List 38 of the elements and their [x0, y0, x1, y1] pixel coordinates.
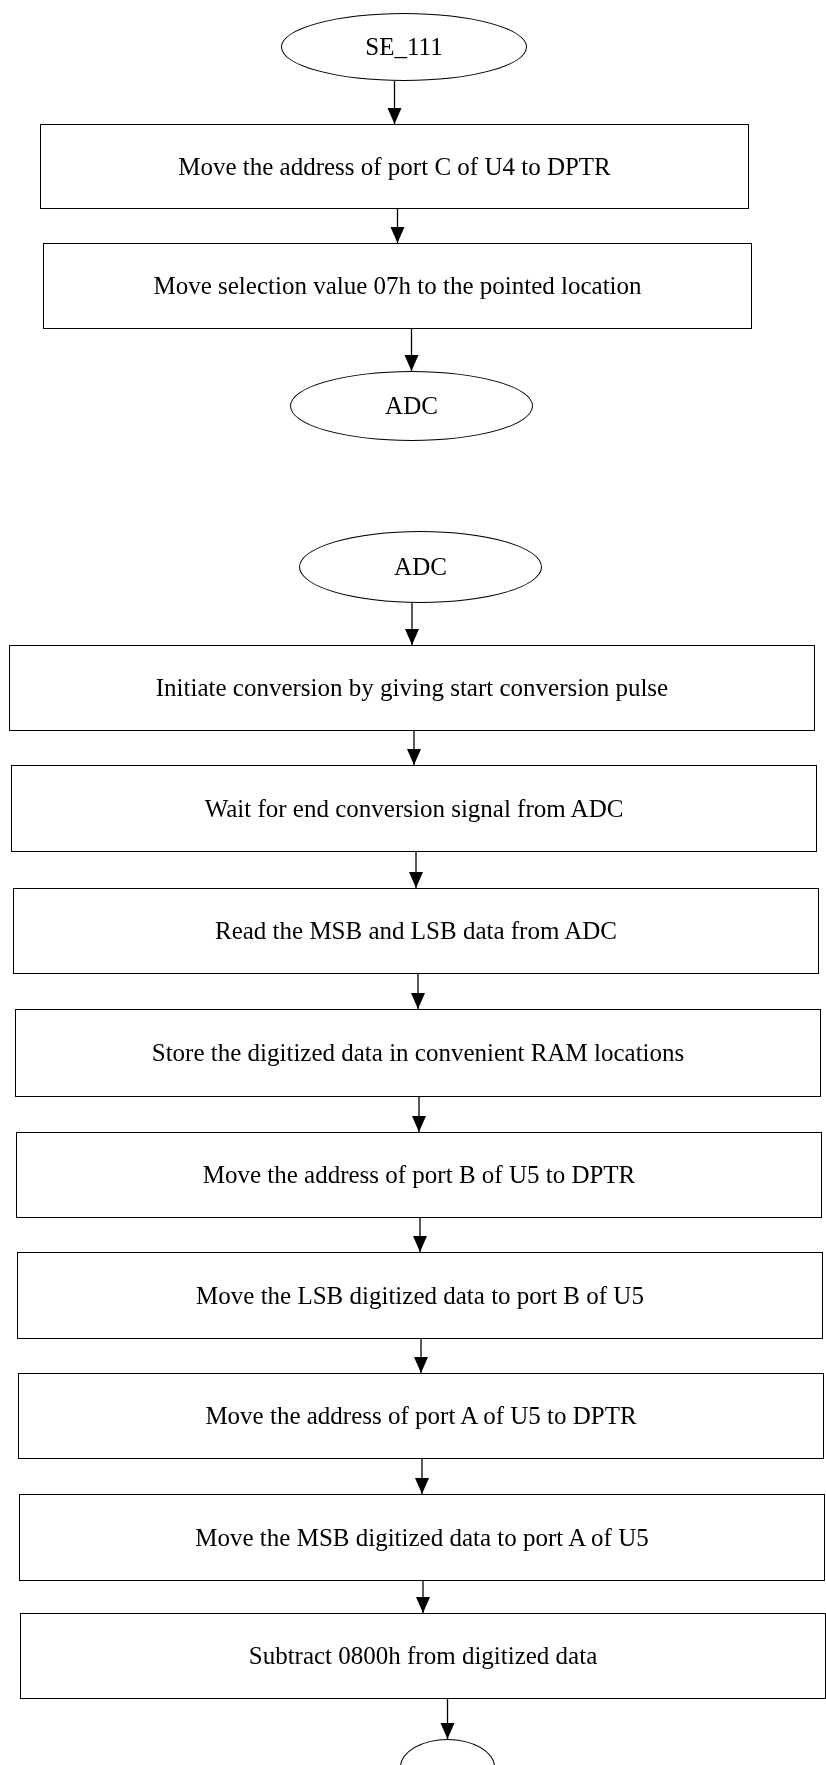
step-text: Move the address of port A of U5 to DPTR	[204, 1401, 638, 1432]
process-box	[17, 1252, 823, 1339]
step-text: Wait for end conversion signal from ADC	[203, 793, 625, 824]
step-text: Store the digitized data in convenient RAM locations	[150, 1038, 686, 1069]
arrow	[405, 602, 419, 646]
arrow	[404, 328, 419, 372]
step-text: Subtract 0800h from digitized data	[247, 1641, 599, 1672]
arrow	[416, 1580, 430, 1614]
arrow	[412, 1096, 426, 1133]
step-text: ADC	[384, 391, 439, 422]
arrow	[387, 80, 402, 125]
process-box	[15, 1009, 821, 1097]
process-box	[19, 1494, 825, 1581]
arrow	[440, 1698, 455, 1740]
arrow	[407, 730, 421, 766]
process-box	[11, 765, 817, 852]
arrow	[413, 1217, 427, 1253]
step-text: Move the LSB digitized data to port B of U5	[195, 1280, 645, 1311]
process-box	[18, 1373, 824, 1459]
process-box	[43, 243, 752, 329]
arrow	[411, 973, 425, 1010]
step-text: Move the address of port B of U5 to DPTR	[201, 1160, 637, 1191]
step-text: Move the address of port C of U4 to DPTR	[177, 151, 612, 182]
step-text: Read the MSB and LSB data from ADC	[213, 916, 619, 947]
arrow	[415, 1458, 429, 1495]
arrow	[390, 208, 405, 244]
step-text: Move selection value 07h to the pointed location	[152, 271, 643, 302]
process-box	[9, 645, 815, 731]
step-text: ADC	[393, 552, 448, 583]
step-text: SE_111	[364, 32, 444, 63]
arrow	[409, 851, 423, 889]
process-box	[40, 124, 749, 209]
step-text: Move the MSB digitized data to port A of U5	[194, 1522, 650, 1553]
process-box	[20, 1613, 826, 1699]
arrow	[414, 1338, 428, 1374]
process-box	[13, 888, 819, 974]
step-text: Initiate conversion by giving start conversion pulse	[154, 673, 670, 704]
process-box	[16, 1132, 822, 1218]
